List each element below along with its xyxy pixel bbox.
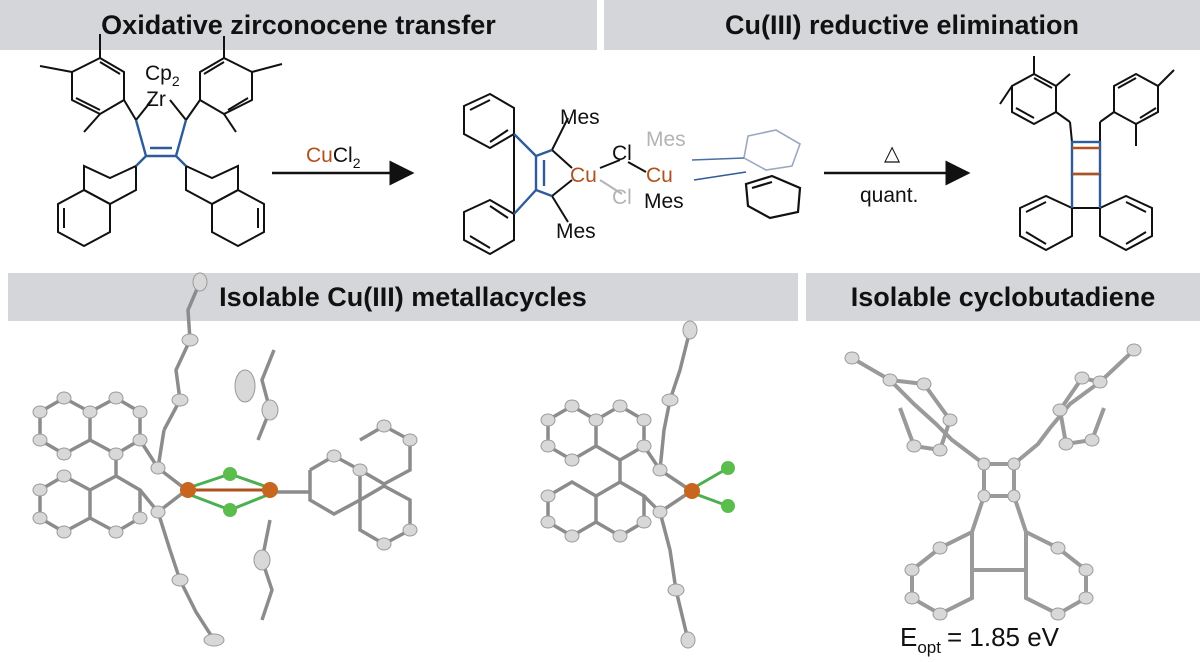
crystal-atoms-dimer: [32, 272, 418, 647]
zirconacycle-structure: [39, 34, 283, 248]
cu-cl-core-dimer: [180, 467, 278, 517]
cu-dimer-structure: [463, 92, 647, 256]
cyclobutadiene-core: [1070, 140, 1102, 208]
mes-grey-label: Mes: [646, 128, 686, 151]
cu-label-left: Cu: [570, 164, 597, 187]
crystal-atoms-monomer: [540, 320, 698, 649]
crystal-structure-cyclobutadiene: [850, 348, 1136, 617]
mes-top-label: Mes: [560, 106, 600, 129]
energy-label: Eopt= 1.85 eV: [900, 622, 1060, 657]
zr-label: Zr: [146, 88, 166, 111]
crystal-structure-monomer: [546, 329, 692, 641]
cl-label-lower: Cl: [612, 186, 632, 209]
banner-metallacycles: Isolable Cu(III) metallacycles: [8, 273, 798, 321]
mes-right-label: Mes: [644, 190, 684, 213]
crystal-atoms-cyclobutadiene: [844, 343, 1142, 621]
blue-bonds-1: [134, 119, 188, 167]
cu-label-right: Cu: [646, 164, 673, 187]
crystal-structure-dimer: [38, 281, 412, 641]
yield-label: quant.: [860, 184, 918, 207]
cyclobutadiene-structure: [999, 56, 1175, 252]
dark-front-ring: [744, 174, 802, 220]
banner-cyclobutadiene: Isolable cyclobutadiene: [806, 273, 1200, 321]
blue-bonds-2: [513, 133, 553, 215]
cu-cl-core-monomer: [684, 461, 735, 513]
cp-label: Cp2: [145, 62, 180, 89]
grey-back-rings: [691, 129, 801, 181]
cucl2-label: CuCl2: [306, 144, 361, 171]
cl-label-upper: Cl: [612, 142, 632, 165]
heat-symbol: △: [884, 142, 901, 165]
banner-reductive-elimination: Cu(III) reductive elimination: [604, 0, 1200, 50]
mes-bottom-label: Mes: [556, 220, 596, 243]
